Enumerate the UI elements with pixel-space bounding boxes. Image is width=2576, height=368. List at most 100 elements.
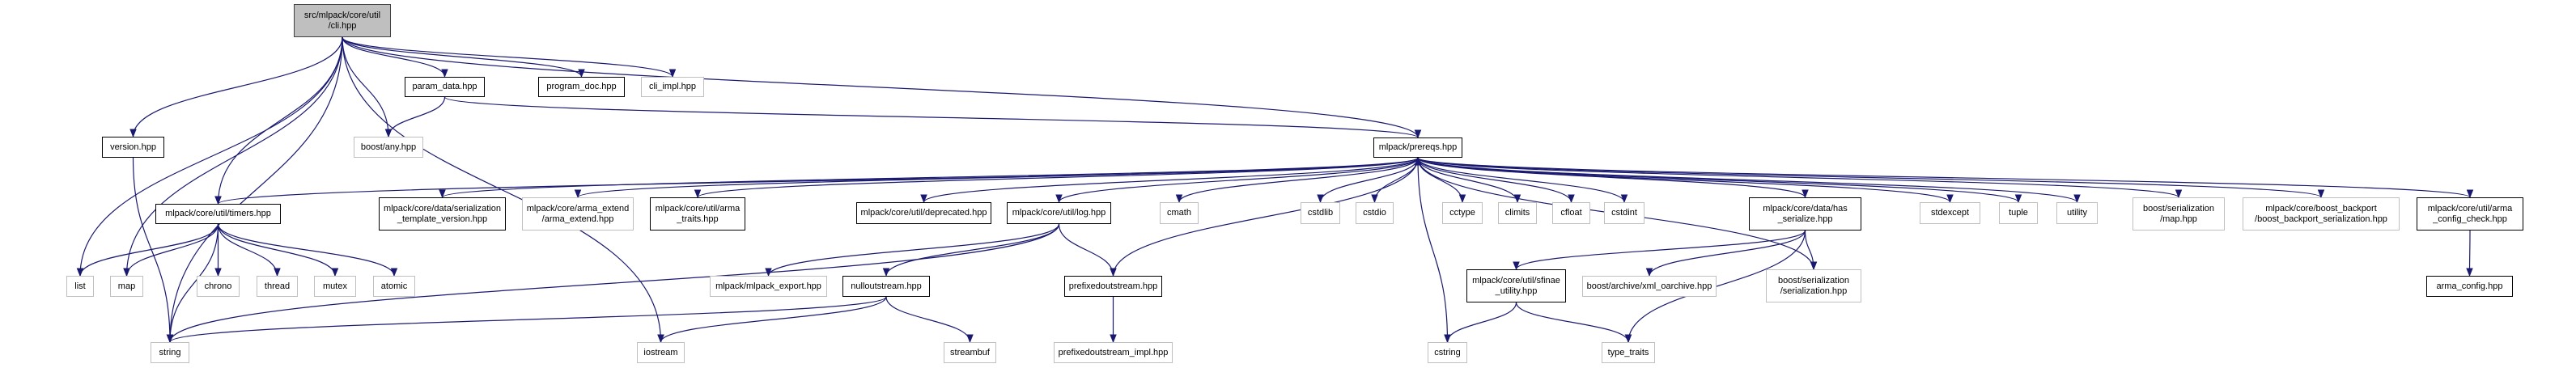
node-label: mlpack/core/util/timers.hpp: [165, 209, 271, 218]
node-cli[interactable]: src/mlpack/core/util /cli.hpp: [294, 4, 391, 37]
node-cli-impl[interactable]: cli_impl.hpp: [641, 77, 704, 97]
node-mlpack-export[interactable]: mlpack/mlpack_export.hpp: [710, 276, 827, 297]
edge-timers-to-string: [166, 223, 219, 344]
node-param-data[interactable]: param_data.hpp: [405, 77, 485, 97]
edge-prereqs-to-arma-traits: [694, 157, 1419, 199]
node-boost-ser-map[interactable]: boost/serialization /map.hpp: [2133, 197, 2225, 231]
edge-cli-to-version: [129, 36, 343, 138]
node-label: param_data.hpp: [412, 82, 477, 91]
node-xml-oarchive[interactable]: boost/archive/xml_oarchive.hpp: [1582, 276, 1717, 297]
edge-sfinae-to-cstring: [1444, 302, 1517, 344]
edge-prereqs-to-log: [1055, 157, 1419, 204]
node-streambuf[interactable]: streambuf: [944, 342, 996, 363]
edge-cli-to-timers: [214, 36, 343, 205]
node-prefixedoutstream[interactable]: prefixedoutstream.hpp: [1064, 276, 1162, 297]
node-cstdlib[interactable]: cstdlib: [1301, 202, 1340, 224]
node-deprecated[interactable]: mlpack/core/util/deprecated.hpp: [856, 202, 991, 224]
node-label: version.hpp: [110, 142, 156, 152]
edge-nulloutstream-to-string: [166, 296, 887, 344]
node-boost-backport[interactable]: mlpack/core/boost_backport /boost_backpo…: [2243, 197, 2400, 231]
node-cstdio[interactable]: cstdio: [1356, 202, 1394, 224]
node-cmath[interactable]: cmath: [1160, 202, 1199, 224]
node-label: boost/archive/xml_oarchive.hpp: [1586, 281, 1712, 291]
node-utility[interactable]: utility: [2056, 202, 2098, 224]
node-label: prefixedoutstream.hpp: [1068, 281, 1158, 291]
edge-prereqs-to-arma-extend: [575, 157, 1419, 199]
node-label: cli_impl.hpp: [648, 82, 697, 91]
node-label: mlpack/core/util/deprecated.hpp: [860, 208, 987, 218]
edge-cli-to-param-data: [342, 36, 448, 78]
node-label: type_traits: [1607, 347, 1649, 357]
node-label: utility: [2066, 208, 2088, 218]
node-label: climits: [1504, 208, 1530, 218]
edge-cli-to-boost-any: [342, 36, 393, 138]
edge-log-to-string: [166, 223, 1060, 344]
node-label: cctype: [1449, 208, 1475, 218]
node-ser-tmpl[interactable]: mlpack/core/data/serialization _template…: [379, 197, 506, 231]
node-program-doc[interactable]: program_doc.hpp: [538, 77, 625, 97]
node-arma-config-check[interactable]: mlpack/core/util/arma _config_check.hpp: [2417, 197, 2523, 231]
node-iostream[interactable]: iostream: [637, 342, 685, 363]
node-label: nulloutstream.hpp: [851, 281, 922, 291]
node-label: src/mlpack/core/util /cli.hpp: [303, 10, 381, 31]
node-label: arma_config.hpp: [2436, 281, 2503, 291]
node-stdexcept[interactable]: stdexcept: [1920, 202, 1980, 224]
edge-log-to-prefixedoutstream: [1058, 223, 1117, 277]
node-label: mlpack/core/util/arma _config_check.hpp: [2427, 203, 2513, 224]
edge-timers-to-mutex: [217, 223, 339, 277]
node-list[interactable]: list: [66, 276, 94, 297]
node-label: string: [159, 347, 181, 357]
node-label: cstdint: [1611, 208, 1637, 218]
node-arma-extend[interactable]: mlpack/core/arma_extend /arma_extend.hpp: [522, 197, 634, 231]
node-label: prefixedoutstream_impl.hpp: [1058, 347, 1169, 357]
node-label: cstdlib: [1307, 208, 1334, 218]
node-nulloutstream[interactable]: nulloutstream.hpp: [842, 276, 930, 297]
node-label: map: [117, 281, 136, 291]
node-arma-traits[interactable]: mlpack/core/util/arma _traits.hpp: [650, 197, 745, 231]
edge-prereqs-to-cstdlib: [1317, 157, 1419, 204]
node-label: boost/any.hpp: [360, 142, 417, 152]
node-prefixedoutstream-impl[interactable]: prefixedoutstream_impl.hpp: [1054, 342, 1173, 363]
node-mutex[interactable]: mutex: [314, 276, 356, 297]
node-atomic[interactable]: atomic: [373, 276, 415, 297]
node-timers[interactable]: mlpack/core/util/timers.hpp: [155, 204, 281, 224]
node-string[interactable]: string: [151, 342, 189, 363]
node-climits[interactable]: climits: [1498, 202, 1537, 224]
node-cstring[interactable]: cstring: [1428, 342, 1467, 363]
node-cfloat[interactable]: cfloat: [1552, 202, 1590, 224]
node-label: mlpack/core/data/has _serialize.hpp: [1763, 203, 1848, 224]
node-cctype[interactable]: cctype: [1442, 202, 1483, 224]
node-has-serialize[interactable]: mlpack/core/data/has _serialize.hpp: [1749, 197, 1861, 231]
edge-cli-to-string: [166, 36, 343, 344]
node-prereqs[interactable]: mlpack/prereqs.hpp: [1373, 137, 1462, 158]
edge-has-serialize-to-xml-oarchive: [1645, 230, 1806, 277]
edge-prereqs-to-deprecated: [920, 157, 1419, 204]
edge-nulloutstream-to-streambuf: [885, 296, 974, 344]
node-tuple[interactable]: tuple: [1999, 202, 2038, 224]
node-label: mlpack/core/util/sfinae _utility.hpp: [1472, 275, 1560, 296]
node-boost-ser-ser[interactable]: boost/serialization /serialization.hpp: [1766, 269, 1861, 302]
node-thread[interactable]: thread: [257, 276, 298, 297]
node-sfinae[interactable]: mlpack/core/util/sfinae _utility.hpp: [1466, 269, 1566, 302]
node-label: mutex: [323, 281, 347, 291]
node-cstdint[interactable]: cstdint: [1604, 202, 1644, 224]
edge-prereqs-to-ser-tmpl: [439, 157, 1419, 199]
node-boost-any[interactable]: boost/any.hpp: [354, 137, 423, 158]
edge-prereqs-to-cfloat: [1417, 157, 1575, 204]
node-type-traits[interactable]: type_traits: [1602, 342, 1655, 363]
node-log[interactable]: mlpack/core/util/log.hpp: [1007, 202, 1111, 224]
node-arma-config[interactable]: arma_config.hpp: [2426, 276, 2513, 297]
node-label: cfloat: [1560, 208, 1582, 218]
node-version[interactable]: version.hpp: [102, 137, 164, 158]
edge-prefixedoutstream-to-prereqs: [1112, 156, 1422, 277]
edge-cli-to-list: [76, 36, 343, 277]
node-chrono[interactable]: chrono: [197, 276, 240, 297]
node-map[interactable]: map: [110, 276, 143, 297]
edge-prereqs-to-boost-backport: [1417, 157, 2324, 199]
edge-prereqs-to-arma-config-check: [1417, 157, 2473, 199]
edge-prereqs-to-stdexcept: [1417, 157, 1954, 204]
edge-prereqs-to-tuple: [1417, 157, 2022, 204]
node-label: atomic: [380, 281, 408, 291]
edge-nulloutstream-to-iostream: [657, 296, 887, 344]
